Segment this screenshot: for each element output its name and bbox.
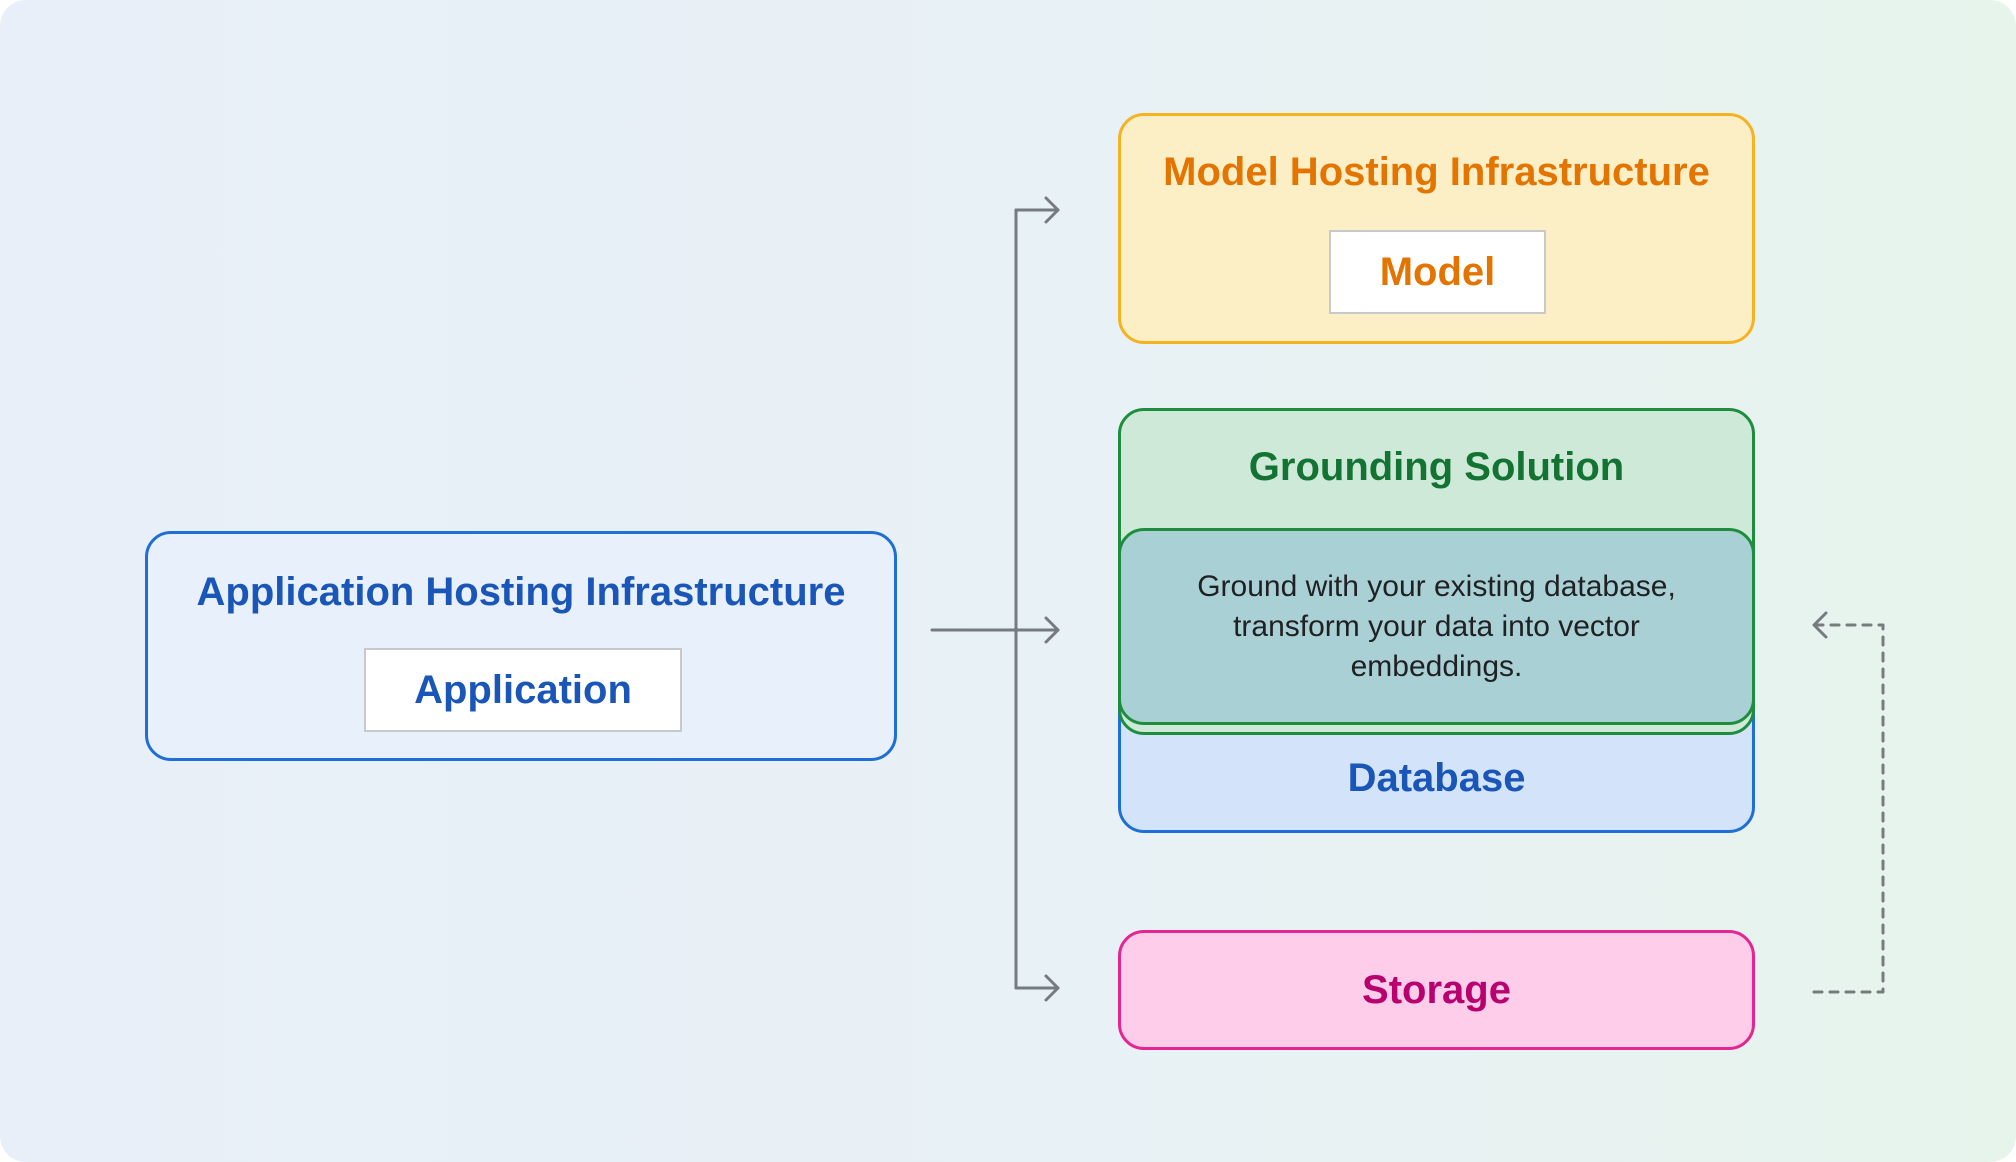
storage-box: Storage bbox=[1118, 930, 1755, 1050]
grounding-solution-title: Grounding Solution bbox=[1248, 445, 1625, 489]
arrowhead-model bbox=[1044, 196, 1060, 224]
arrowhead-storage bbox=[1044, 974, 1060, 1002]
model-hosting-infrastructure: Model Hosting Infrastructure Model bbox=[1118, 113, 1755, 344]
application-hosting-infrastructure: Application Hosting Infrastructure Appli… bbox=[145, 531, 897, 761]
model-hosting-title: Model Hosting Infrastructure bbox=[1163, 150, 1710, 194]
database-label: Database bbox=[1347, 756, 1526, 800]
grounding-database-overlap: Ground with your existing database, tran… bbox=[1118, 528, 1755, 725]
dashed-connector-storage-to-grounding bbox=[1812, 623, 1885, 994]
grounding-description: Ground with your existing database, tran… bbox=[1197, 569, 1676, 683]
storage-label: Storage bbox=[1362, 968, 1511, 1012]
arrowhead-dashed bbox=[1812, 611, 1828, 639]
model-box: Model bbox=[1329, 230, 1546, 314]
arrowhead-grounding bbox=[1044, 616, 1060, 644]
application-box: Application bbox=[364, 648, 682, 732]
application-hosting-title: Application Hosting Infrastructure bbox=[196, 570, 846, 614]
